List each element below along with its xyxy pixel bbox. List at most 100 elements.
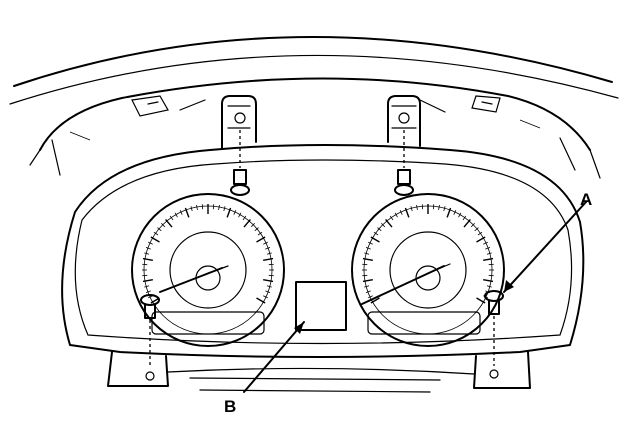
gauge-tick: [263, 257, 274, 261]
gauge-tick: [365, 247, 371, 250]
gauge-tick: [226, 207, 232, 218]
gauge-tick: [362, 279, 373, 283]
gauge-tick: [446, 207, 452, 218]
gauge-tick: [458, 212, 462, 218]
top-right-screw: [394, 130, 414, 196]
gauge-tick: [404, 207, 410, 218]
callout-b-label: B: [224, 397, 236, 416]
left-screw: [140, 294, 160, 381]
gauge-tick: [438, 204, 440, 210]
gauge-tick: [368, 241, 373, 245]
gauge-tick: [256, 297, 266, 304]
gauge-tick: [148, 241, 153, 245]
gauge-tick: [179, 210, 183, 215]
gauge-tick: [157, 227, 162, 232]
gauge-tick: [218, 204, 220, 210]
gauge-tick: [462, 215, 467, 221]
gauge-tick: [483, 241, 488, 245]
gauge-tick: [385, 218, 393, 228]
gauge-tick: [165, 218, 173, 228]
gauge-tick: [142, 257, 153, 261]
gauge-tick: [389, 215, 394, 221]
gauge-tick: [145, 247, 151, 250]
right-mounting-bracket: [387, 95, 421, 147]
tachometer-gauge: [351, 193, 505, 347]
gauge-tick: [476, 236, 486, 243]
gauge-tick: [370, 297, 380, 304]
gauge-tick: [485, 247, 491, 250]
tachometer-ticks: [362, 204, 494, 304]
gauge-tick: [257, 231, 263, 236]
gauge-tick: [477, 231, 483, 236]
gauge-tick: [443, 206, 446, 212]
gauge-tick: [463, 218, 471, 228]
gauge-tick: [474, 227, 479, 232]
gauge-tick: [263, 295, 268, 299]
gauge-tick: [486, 285, 492, 288]
gauge-tick: [368, 295, 373, 299]
speedometer-display-window: [151, 311, 265, 335]
gauge-tick: [381, 223, 386, 228]
gauge-tick: [169, 215, 174, 221]
gauge-tick: [265, 247, 271, 250]
gauge-tick: [394, 212, 398, 218]
tachometer-display-window: [367, 311, 481, 335]
speedometer-gauge: [131, 193, 285, 347]
gauge-tick: [483, 257, 494, 261]
gauge-tick: [483, 279, 494, 283]
gauge-tick: [263, 241, 268, 245]
callout-a: A: [503, 190, 592, 293]
gauge-tick: [486, 252, 492, 255]
gauge-tick: [243, 218, 251, 228]
gauge-tick: [265, 290, 271, 293]
gauge-tick: [223, 206, 226, 212]
gauge-tick: [254, 227, 259, 232]
gauge-tick: [453, 210, 457, 215]
dashboard-hood: [9, 35, 619, 151]
gauge-tick: [153, 231, 159, 236]
gauge-tick: [184, 207, 190, 218]
gauge-tick: [399, 210, 403, 215]
gauge-tick: [266, 252, 272, 255]
gauge-tick: [263, 279, 274, 283]
gauge-tick: [364, 252, 370, 255]
gauge-tick: [250, 223, 255, 228]
gauge-tick: [470, 223, 475, 228]
center-display-panel: [295, 281, 347, 331]
gauge-tick: [370, 236, 380, 243]
gauge-tick: [256, 236, 266, 243]
speedometer-ticks: [142, 204, 274, 304]
gauge-tick: [377, 227, 382, 232]
gauge-tick: [144, 285, 150, 288]
gauge-tick: [416, 204, 418, 210]
lower-left-tab: [107, 351, 169, 387]
gauge-tick: [266, 285, 272, 288]
gauge-tick: [238, 212, 242, 218]
gauge-tick: [476, 297, 486, 304]
lower-right-tab: [473, 351, 531, 389]
gauge-tick: [145, 290, 151, 293]
gauge-tick: [190, 206, 193, 212]
gauge-tick: [233, 210, 237, 215]
gauge-tick: [150, 236, 160, 243]
gauge-tick: [142, 279, 153, 283]
gauge-tick: [373, 231, 379, 236]
dashboard-vents: [29, 95, 601, 179]
callout-a-label: A: [580, 190, 592, 209]
lower-dash-details: [167, 367, 475, 393]
left-mounting-bracket: [221, 95, 257, 149]
gauge-tick: [161, 223, 166, 228]
gauge-tick: [144, 252, 150, 255]
gauge-tick: [148, 295, 153, 299]
gauge-tick: [362, 257, 373, 261]
cluster-housing: [61, 144, 585, 358]
top-left-screw: [230, 130, 250, 196]
right-screw: [484, 290, 504, 379]
gauge-tick: [242, 215, 247, 221]
callout-b: B: [224, 321, 305, 416]
gauge-tick: [196, 204, 198, 210]
gauge-tick: [410, 206, 413, 212]
gauge-tick: [174, 212, 178, 218]
gauge-tick: [365, 290, 371, 293]
